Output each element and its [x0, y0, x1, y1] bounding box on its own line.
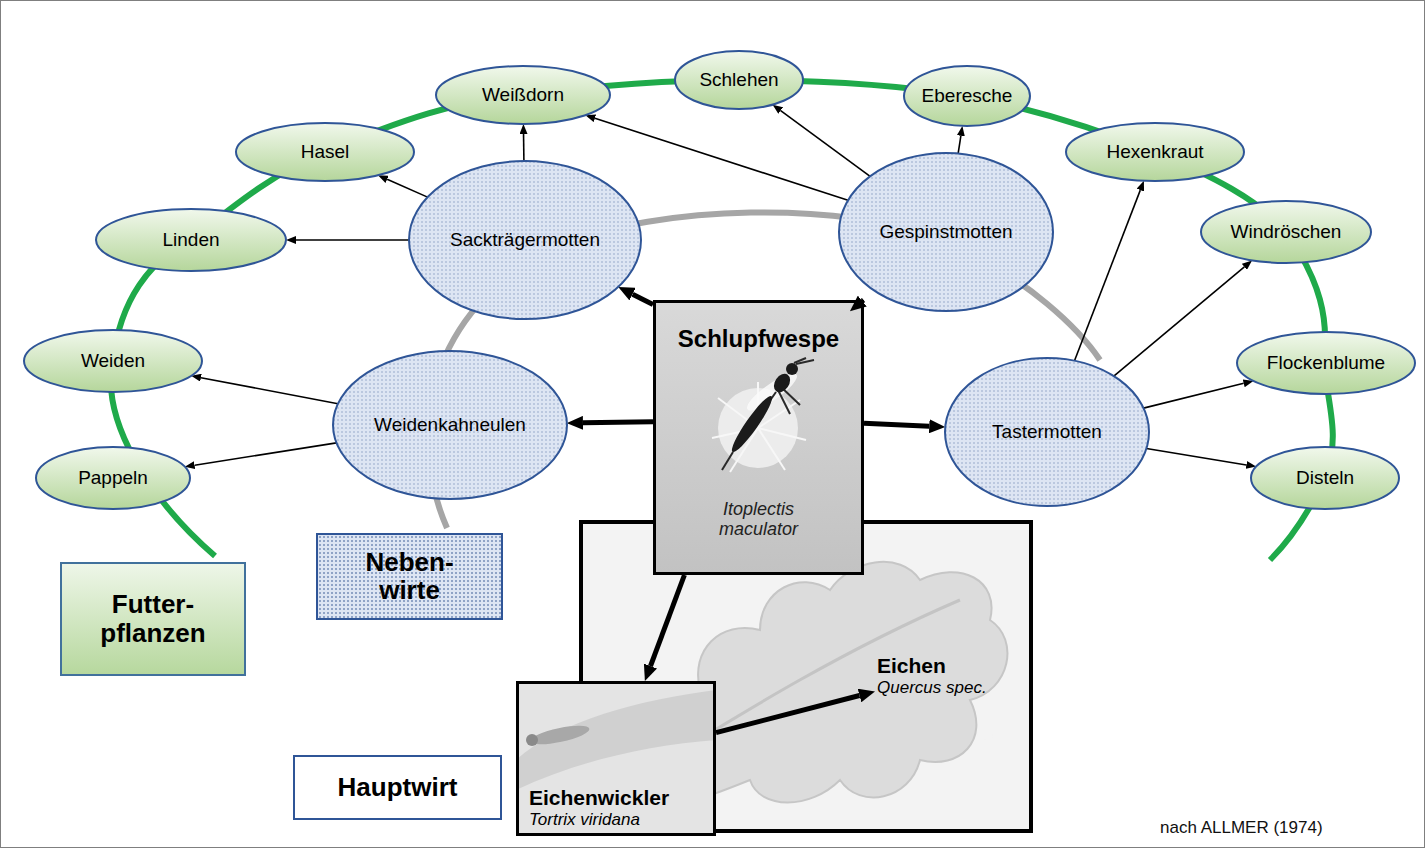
plant-name: Weißdorn [482, 84, 564, 106]
ellipse-shape [436, 66, 610, 124]
plant-name: Hasel [301, 141, 350, 163]
source-note: nach ALLMER (1974) [1160, 818, 1323, 838]
wasp-head [786, 363, 798, 375]
plant-name: Flockenblume [1267, 352, 1385, 374]
ellipse-shape [409, 161, 641, 319]
ellipse-shape [236, 123, 414, 181]
leaf-hole [998, 714, 1008, 722]
key-label: Futter- pflanzen [83, 590, 223, 647]
feeding-arrow [595, 118, 848, 200]
food-plant-ellipse: Weiden [23, 329, 203, 393]
plant-name: Schlehen [699, 69, 778, 91]
host-name: Eichenwickler [529, 786, 669, 810]
food-plant-ellipse: Pappeln [35, 446, 191, 510]
key-label: Neben- wirte [350, 549, 470, 604]
plant-name: Eichen [877, 654, 946, 678]
feeding-arrow [296, 239, 409, 241]
feeding-arrow [1114, 267, 1245, 376]
key-label: Hauptwirt [338, 773, 458, 803]
plant-name: Windröschen [1231, 221, 1342, 243]
feeding-arrow [387, 179, 427, 197]
feeding-arrow [781, 111, 870, 177]
caterpillar-leaf [516, 690, 716, 790]
ellipse-shape [1066, 123, 1244, 181]
food-plant-ellipse: Schlehen [674, 50, 804, 110]
wasp-name: Schlupfwespe [678, 325, 839, 353]
main-host-key: Hauptwirt [293, 755, 502, 820]
secondary-host-key: Neben- wirte [316, 533, 503, 620]
food-plant-ellipse: Linden [95, 208, 287, 272]
secondary-host-ellipse: Weidenkahneulen [332, 350, 568, 500]
feeding-arrow [1074, 190, 1140, 361]
species-name: Tortrix viridana [529, 810, 640, 830]
species-name: Quercus spec. [877, 678, 987, 698]
secondary-host-ellipse: Sackträgermotten [408, 160, 642, 320]
host-name: Weidenkahneulen [374, 414, 526, 436]
plant-name: Eberesche [922, 85, 1013, 107]
ellipse-shape [36, 447, 190, 509]
plant-name: Pappeln [78, 467, 148, 489]
feeding-arrow [1144, 383, 1244, 408]
food-plant-key: Futter- pflanzen [60, 562, 246, 676]
parasitism-arrow [864, 423, 929, 426]
parasitism-arrow [650, 575, 684, 666]
leaf-hole [977, 730, 993, 740]
caterpillar-photo [516, 681, 716, 836]
ellipse-shape [675, 51, 803, 109]
food-plant-ellipse: Weißdorn [435, 65, 611, 125]
ellipse-shape [839, 153, 1053, 311]
feeding-arrow [958, 136, 961, 154]
ellipse-shape [333, 351, 567, 499]
caterpillar-head [526, 734, 538, 746]
host-name: Sackträgermotten [450, 229, 600, 251]
secondary-host-ellipse: Tastermotten [944, 357, 1150, 507]
host-name: Gespinstmotten [879, 221, 1012, 243]
plant-name: Weiden [81, 350, 145, 372]
feeding-arrow [195, 443, 337, 465]
ellipse-shape [945, 358, 1149, 506]
food-plant-ellipse: Eberesche [903, 65, 1031, 127]
plant-name: Hexenkraut [1106, 141, 1203, 163]
food-plant-ellipse: Flockenblume [1236, 331, 1416, 395]
feeding-arrow [201, 378, 338, 404]
ellipse-shape [1237, 332, 1415, 394]
feeding-arrow [523, 134, 525, 161]
feeding-arrow [716, 696, 860, 733]
wasp-photo [653, 300, 864, 575]
parasitism-arrow [583, 422, 653, 423]
plant-name: Linden [162, 229, 219, 251]
ellipse-shape [904, 66, 1030, 126]
ellipse-shape [24, 330, 202, 392]
plant-name: Disteln [1296, 467, 1354, 489]
ellipse-shape [96, 209, 286, 271]
food-plant-ellipse: Disteln [1250, 446, 1400, 510]
wasp-abdomen [728, 393, 777, 456]
food-plant-ellipse: Hasel [235, 122, 415, 182]
food-plant-ellipse: Hexenkraut [1065, 122, 1245, 182]
oak-caption: EichenQuercus spec. [875, 647, 995, 705]
species-name: Itoplectis maculator [694, 499, 824, 540]
wasp-wing [743, 368, 801, 416]
ellipse-shape [1201, 201, 1371, 263]
host-name: Tastermotten [992, 421, 1102, 443]
parasitoid-photo-box: SchlupfwespeItoplectis maculator [653, 300, 864, 575]
ellipse-shape [1251, 447, 1399, 509]
parasitism-arrow [633, 294, 653, 304]
caterpillar-body [529, 722, 591, 748]
main-host-photo-box: EichenwicklerTortrix viridana [516, 681, 716, 836]
wasp-legs [722, 358, 814, 470]
secondary-host-ellipse: Gespinstmotten [838, 152, 1054, 312]
feeding-arrow [1146, 448, 1246, 465]
food-plant-ellipse: Windröschen [1200, 200, 1372, 264]
